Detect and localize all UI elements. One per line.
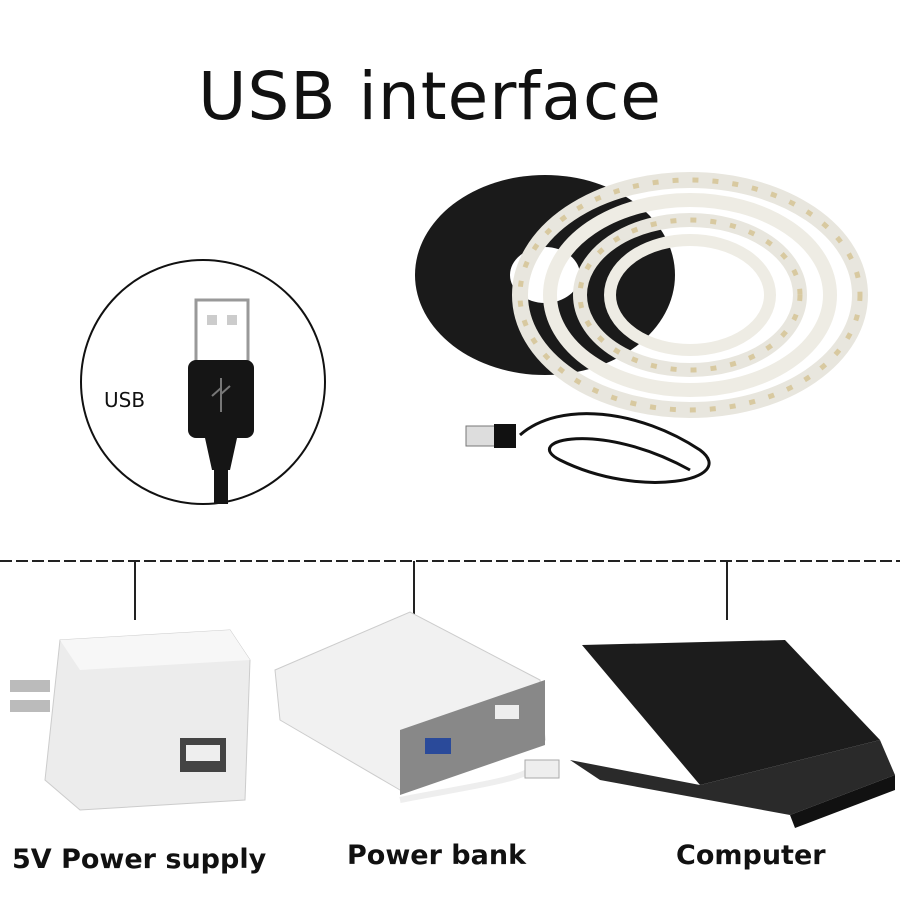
led-strip-reel-image [415, 172, 868, 484]
connection-lines [0, 560, 900, 620]
power-supply-label: 5V Power supply [12, 844, 267, 875]
laptop-icon [570, 640, 895, 828]
power-bank-label: Power bank [347, 840, 527, 871]
computer-label: Computer [676, 840, 826, 871]
usb-label: USB [104, 388, 146, 412]
power-bank-icon [274, 611, 560, 803]
usb-plug-icon [188, 298, 254, 504]
page-title: USB interface [198, 58, 662, 135]
wall-adapter-icon [10, 629, 251, 811]
usb-callout [80, 259, 326, 505]
